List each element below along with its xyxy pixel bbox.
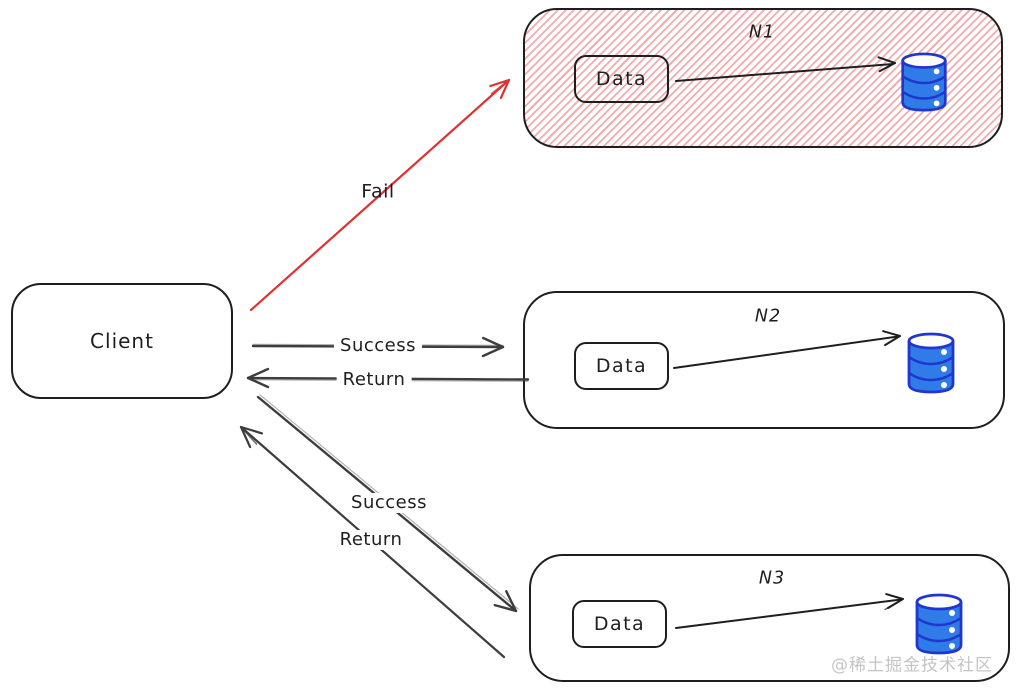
success-arrow-n3-label: Success [345,493,433,513]
return-arrow-n3-label: Return [333,530,409,550]
success-arrow-n2-label: Success [334,336,422,356]
watermark: @稀土掘金技术社区 [831,655,993,676]
database-icon-n2 [907,332,955,394]
database-icon-n3 [915,593,963,655]
database-icon-n1 [901,52,947,112]
node-n1-data-label: Data [595,68,648,90]
fail-arrow-label: Fail [361,180,395,203]
data-to-db-arrow-n3 [675,593,904,629]
node-n2-label: N2 [754,306,782,327]
client-box: Client [11,283,233,399]
data-to-db-arrow-n1 [675,56,896,82]
node-n2-data-label: Data [595,355,648,377]
node-n1-label: N1 [748,22,776,43]
node-n3-data-box: Data [572,600,667,648]
client-label: Client [90,329,154,353]
node-n3-box [529,554,1010,682]
return-arrow-n2-label: Return [336,370,412,390]
node-n2-data-box: Data [574,342,669,390]
data-to-db-arrow-n2 [673,330,901,369]
node-n1-data-box: Data [574,55,669,103]
node-n3-label: N3 [758,568,786,589]
node-n2-box [523,291,1005,429]
fail-arrow [249,78,511,312]
node-n3-data-label: Data [593,613,646,635]
